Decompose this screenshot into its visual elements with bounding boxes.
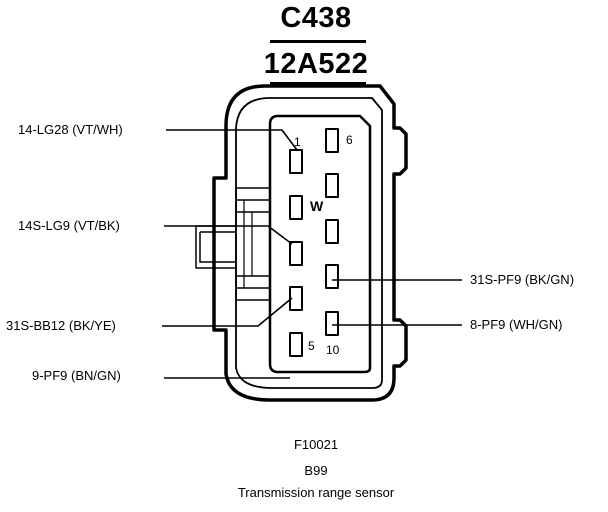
pin-number-5: 5	[308, 339, 315, 353]
component-name: Transmission range sensor	[237, 485, 395, 500]
pin-4	[289, 286, 303, 311]
connector-inner-shell	[235, 97, 383, 389]
part-number-underline	[270, 82, 366, 85]
part-number: 12A522	[263, 48, 369, 80]
pin-number-10: 10	[326, 343, 340, 357]
pin-9	[325, 264, 339, 289]
wire-label-pin-5: 9-PF9 (BN/GN)	[32, 368, 121, 383]
pin-7	[325, 173, 339, 198]
pin-3	[289, 241, 303, 266]
wire-label-pin-10: 8-PF9 (WH/GN)	[470, 317, 563, 332]
pin-number-6: 6	[346, 133, 353, 147]
pin-6	[325, 128, 339, 153]
figure-id: F10021	[293, 437, 339, 452]
wire-label-pin-2: 14S-LG9 (VT/BK)	[18, 218, 120, 233]
key-marker-w: W	[310, 198, 324, 214]
wire-label-pin-1: 14-LG28 (VT/WH)	[18, 122, 123, 137]
pin-number-1: 1	[294, 135, 301, 149]
leader-wire-2	[164, 225, 293, 245]
pin-5	[289, 332, 303, 357]
pin-8	[325, 219, 339, 244]
wire-label-pin-9: 31S-PF9 (BK/GN)	[470, 272, 575, 287]
component-code: B99	[304, 463, 328, 478]
connector-id: C438	[280, 2, 352, 34]
connector-outer-shell	[212, 84, 408, 402]
pin-1	[289, 149, 303, 174]
title-underline	[270, 40, 366, 43]
pin-2	[289, 195, 303, 220]
pin-10	[325, 311, 339, 336]
pin-cavity-face	[268, 114, 372, 374]
leader-wire-3	[162, 297, 293, 327]
leader-wire-1	[166, 129, 298, 151]
wire-label-pin-4: 31S-BB12 (BK/YE)	[6, 318, 116, 333]
